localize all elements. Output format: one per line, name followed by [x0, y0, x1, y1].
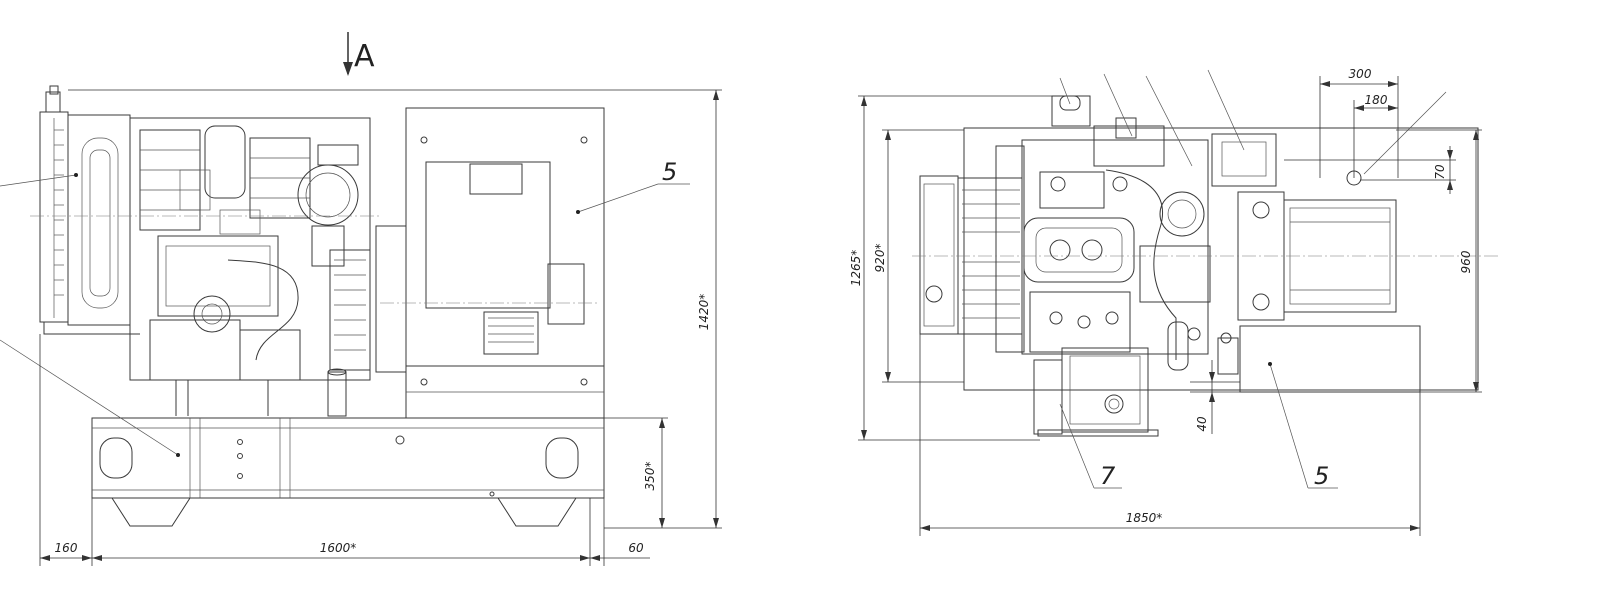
- dimension-overall-height: 1265*: [849, 95, 1060, 441]
- part-number-5-top: 5: [1314, 462, 1329, 490]
- dim-base-label: 350*: [643, 462, 657, 491]
- dim-height-label: 1420*: [697, 294, 711, 331]
- side-view: A: [0, 32, 722, 566]
- alternator-top: [1187, 133, 1421, 393]
- part-number-5-side: 5: [662, 158, 677, 186]
- dim-920-label: 920*: [873, 244, 887, 273]
- control-panel: [1033, 347, 1159, 437]
- engine-top: [1021, 95, 1211, 371]
- dimension-height: 1420*: [68, 89, 722, 529]
- dimension-40: 40: [1190, 360, 1240, 434]
- dim-length-label: 1600*: [320, 541, 357, 555]
- dim-overall-height-label: 1265*: [849, 250, 863, 287]
- dim-70-label: 70: [1433, 164, 1447, 180]
- leader-lines: 5: [0, 158, 690, 457]
- dim-40-label: 40: [1195, 416, 1209, 432]
- frame-outline: [919, 127, 1479, 391]
- dim-right-offset-label: 60: [628, 541, 644, 555]
- dimension-1850: 1850*: [919, 334, 1421, 536]
- part-number-7: 7: [1100, 462, 1116, 490]
- top-leader-lines: 7 5: [1059, 69, 1447, 490]
- base-frame: [91, 417, 605, 527]
- dimension-length: 1600* 160 60: [39, 334, 650, 566]
- radiator: [39, 85, 140, 335]
- top-view: 7 5 1265* 920*: [849, 67, 1500, 536]
- dim-960-label: 960: [1459, 250, 1473, 273]
- dim-300-label: 300: [1349, 67, 1372, 81]
- engine: [129, 117, 371, 417]
- view-direction-arrow: A: [343, 32, 375, 76]
- alternator: [375, 107, 605, 419]
- view-label: A: [354, 39, 375, 74]
- dimension-300-180: 300 180: [1319, 67, 1399, 178]
- dimension-base-height: 350*: [604, 417, 668, 528]
- dim-1850-label: 1850*: [1126, 511, 1163, 525]
- dimension-920: 920*: [873, 129, 964, 383]
- dimension-960: 960: [1396, 129, 1482, 393]
- dim-180-label: 180: [1365, 93, 1388, 107]
- dim-left-offset-label: 160: [55, 541, 78, 555]
- dimension-70: 70: [1284, 146, 1456, 194]
